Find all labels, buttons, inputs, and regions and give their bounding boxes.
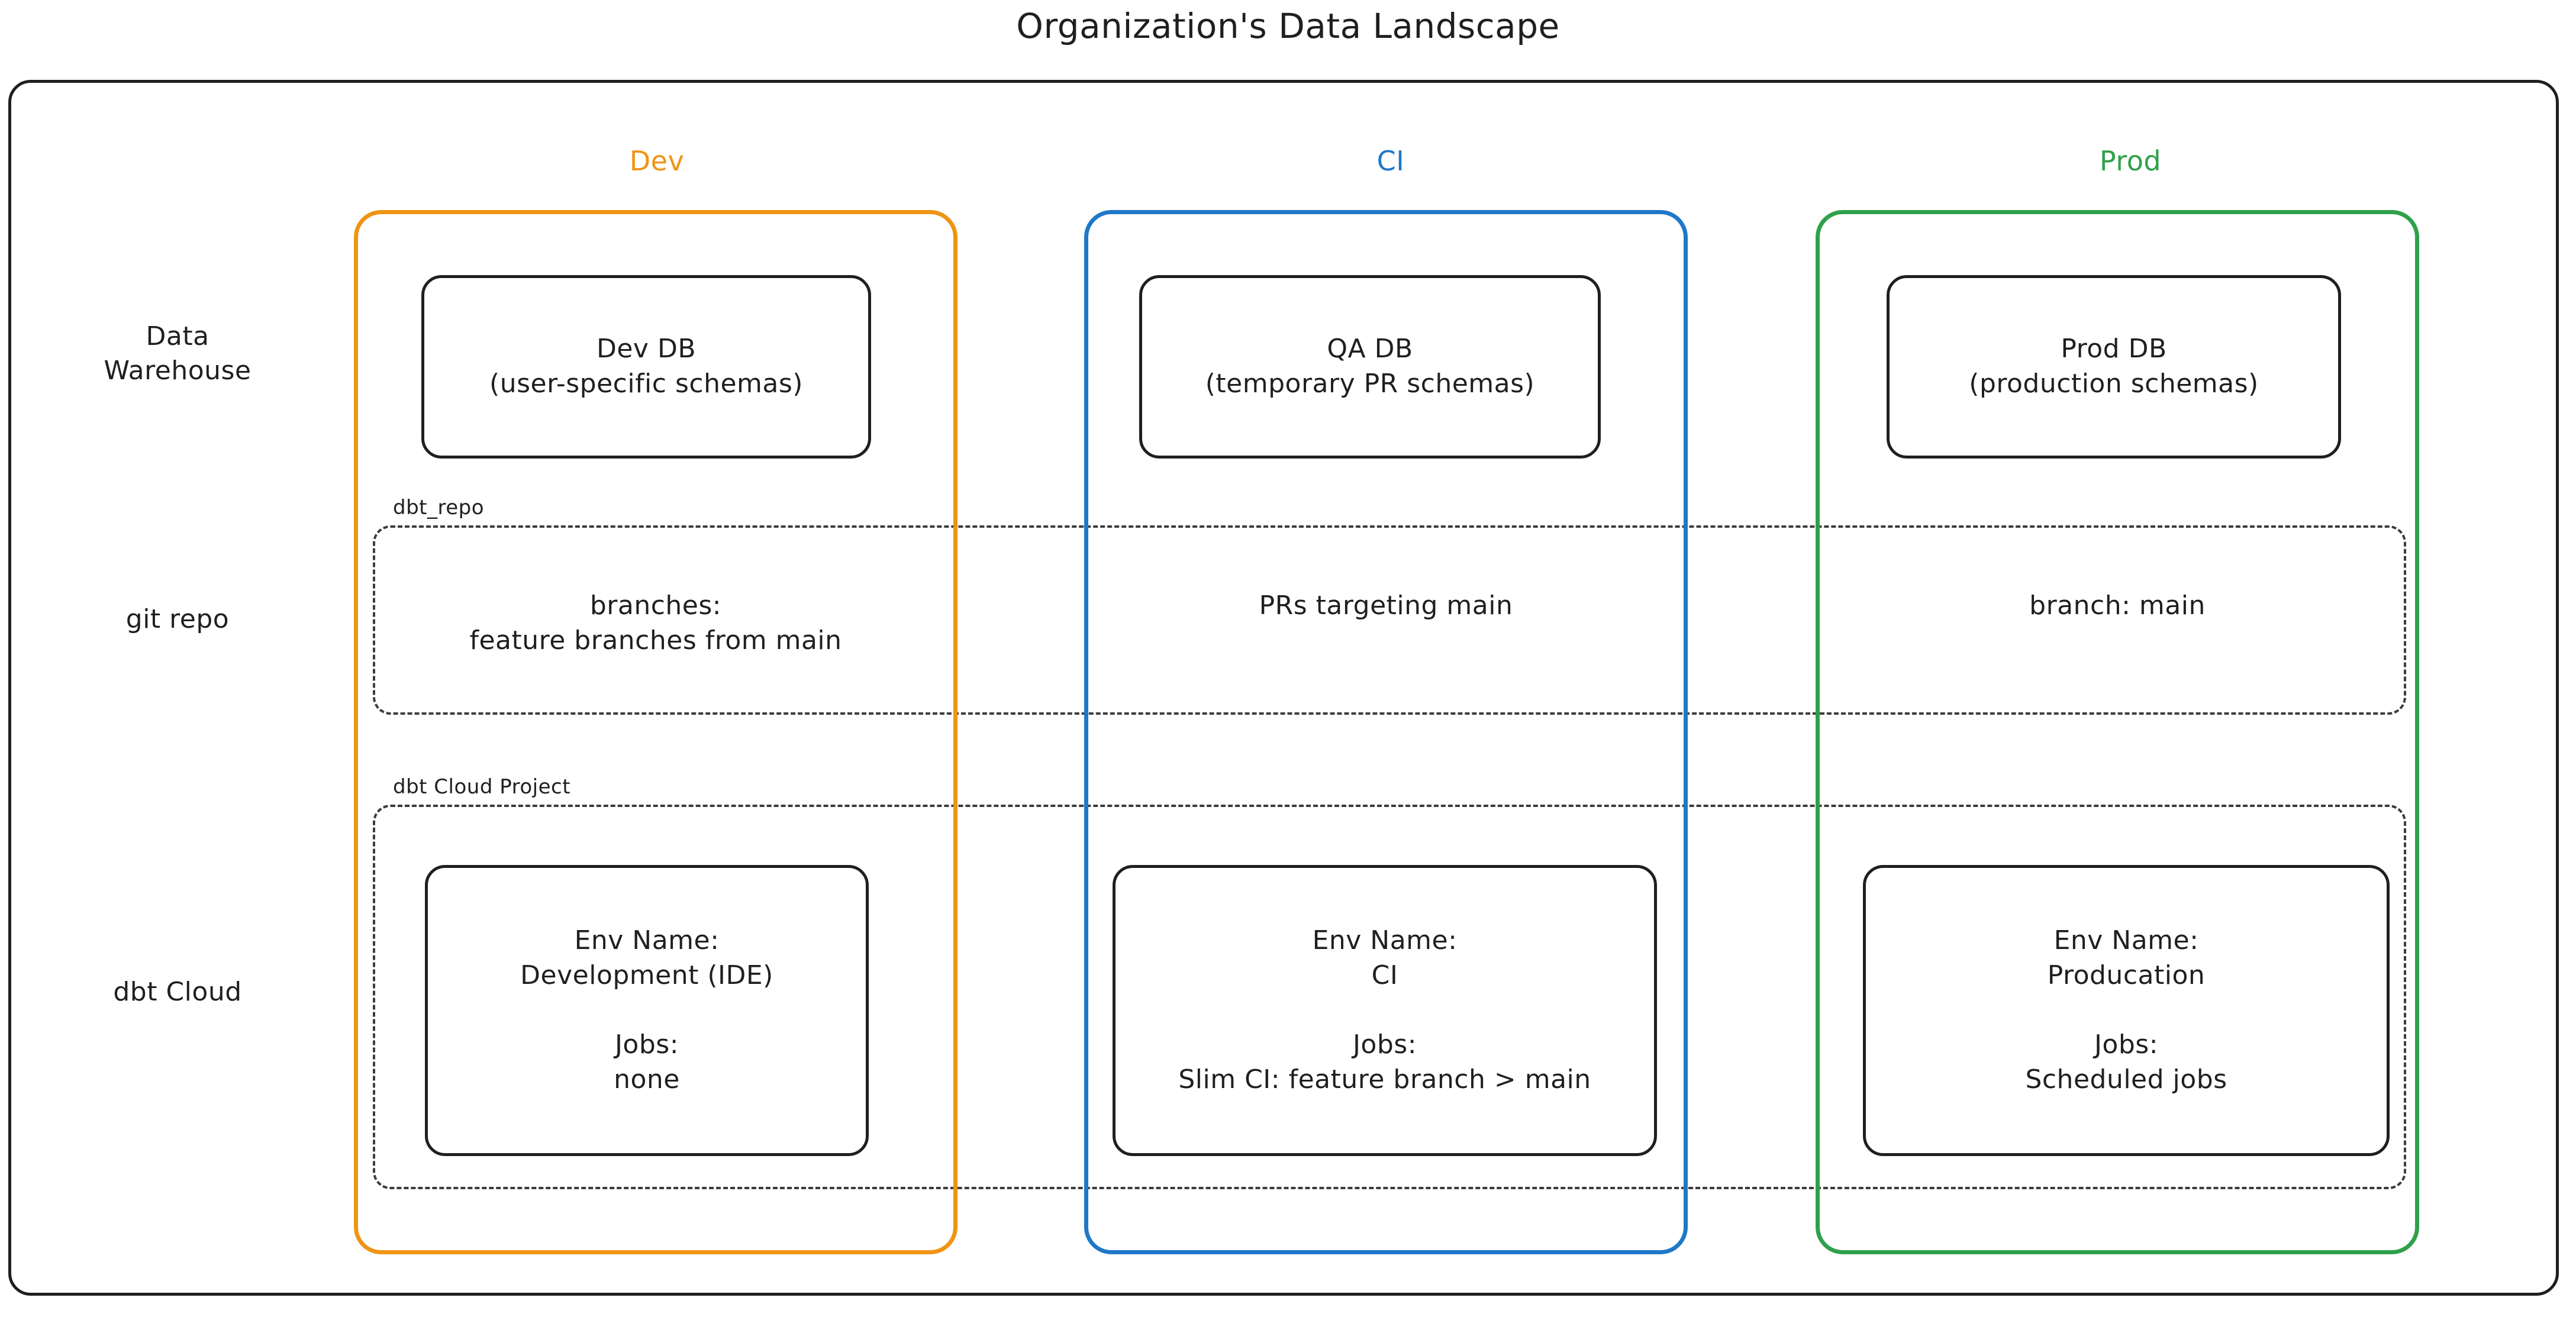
- column-header-prod: Prod: [2099, 145, 2162, 177]
- git-repo-text-prod: branch: main: [2029, 590, 2206, 621]
- node-dbt-cloud-env-dev: Env Name: Development (IDE) Jobs: none: [425, 865, 869, 1156]
- page-title: Organization's Data Landscape: [1016, 6, 1560, 46]
- node-prod-db: Prod DB (production schemas): [1887, 275, 2341, 459]
- group-container-dbt-cloud-project: [373, 805, 2406, 1189]
- env-column-ci: [1084, 210, 1688, 1254]
- column-header-ci: CI: [1376, 145, 1405, 177]
- column-header-dev: Dev: [629, 145, 685, 177]
- row-label-git-repo: git repo: [125, 604, 230, 634]
- group-container-git-repo: [373, 525, 2406, 715]
- row-label-dbt-cloud: dbt Cloud: [113, 977, 242, 1007]
- outer-frame: [8, 80, 2559, 1296]
- row-label-data-warehouse: Data Warehouse: [104, 321, 252, 386]
- node-qa-db: QA DB (temporary PR schemas): [1139, 275, 1601, 459]
- node-dbt-cloud-env-ci: Env Name: CI Jobs: Slim CI: feature bran…: [1113, 865, 1657, 1156]
- git-repo-text-ci: PRs targeting main: [1259, 590, 1513, 621]
- group-label-dbt-cloud-project: dbt Cloud Project: [393, 775, 571, 799]
- git-repo-text-dev: branches: feature branches from main: [469, 590, 842, 656]
- group-label-git-repo: dbt_repo: [393, 496, 485, 519]
- env-column-prod: [1816, 210, 2419, 1254]
- node-dbt-cloud-env-prod: Env Name: Producation Jobs: Scheduled jo…: [1863, 865, 2390, 1156]
- node-dev-db: Dev DB (user-specific schemas): [421, 275, 871, 459]
- env-column-dev: [354, 210, 957, 1254]
